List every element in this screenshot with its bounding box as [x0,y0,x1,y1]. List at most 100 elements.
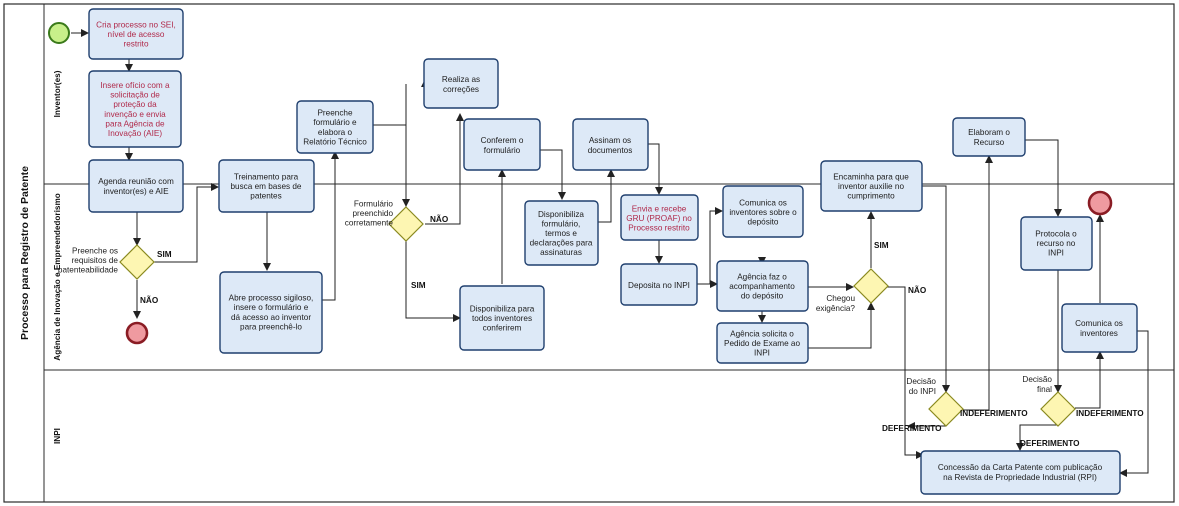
tasks-line: na Revista de Propriedade Industrial (RP… [943,473,1097,482]
task-abre-processo[interactable]: Abre processo sigiloso,insere o formulár… [219,271,323,354]
tasks-line: patentes [250,192,281,201]
start-event [48,22,70,44]
tasks-line: Pedido de Exame ao [724,339,800,348]
tasks-line: Protocola o [1035,229,1077,238]
tasks-line: Encaminha para que [833,172,909,181]
gateways-line: Preenche os [72,246,118,255]
gateways-line: preenchido [352,209,393,218]
gateways-line: Decisão [906,377,936,386]
tasks-line: invenção e envia [104,110,166,119]
tasks-line: todos inventores [472,314,532,323]
task-label: Abre processo sigiloso,insere o formulár… [229,294,314,332]
tasks-line: Realiza as [442,75,480,84]
lane-title-agencia: Agência de Inovação e Empreendedorismo [53,193,62,360]
tasks-line: conferirem [483,324,522,333]
gateways-line: patenteabilidade [58,266,119,275]
tasks-line: Insere ofício com a [100,81,170,90]
task-label: Deposita no INPI [628,281,690,290]
tasks-line: Agenda reunião com [98,177,174,186]
tasks-line: insere o formulário e [234,303,309,312]
task-label: Concessão da Carta Patente com publicaçã… [938,463,1103,482]
flow-label-nao-1: NÃO [140,295,159,305]
tasks-line: Disponibiliza [538,210,584,219]
tasks-line: GRU (PROAF) no [626,214,692,223]
tasks-line: Envia e recebe [632,204,687,213]
tasks-line: Deposita no INPI [628,281,690,290]
gateways-line: exigência? [816,304,856,313]
tasks-line: Conferem o [481,136,524,145]
task-concessao-carta-patente[interactable]: Concessão da Carta Patente com publicaçã… [920,450,1121,495]
tasks-line: Abre processo sigiloso, [229,294,314,303]
tasks-line: correções [443,85,479,94]
tasks-line: INPI [754,349,770,358]
flow-label-sim-3: SIM [874,241,889,250]
tasks-line: inventores sobre o [729,208,797,217]
tasks-line: formulário, [542,219,581,228]
tasks-line: Recurso [974,138,1005,147]
tasks-line: Cria processo no SEI, [96,20,176,29]
tasks-line: recurso no [1037,239,1076,248]
tasks-line: Agência solicita o [730,329,794,338]
gateways-line: Chegou [826,294,855,303]
tasks-line: Assinam os [589,136,631,145]
tasks-line: inventor(es) e AIE [103,187,169,196]
end-event-nao [125,321,149,345]
tasks-line: dá acesso ao inventor [231,313,311,322]
task-deposita-inpi[interactable]: Deposita no INPI [620,263,698,306]
gateways-line: do INPI [909,387,936,396]
tasks-line: termos e [545,229,577,238]
tasks-line: formulário [484,146,521,155]
flow-label-deferimento-2: DEFERIMENTO [1020,439,1080,448]
tasks-line: cumprimento [847,192,895,201]
gateway-requisitos [119,244,155,280]
tasks-line: declarações para [530,239,593,248]
tasks-line: nível de acesso [108,30,165,39]
tasks-line: Comunica os [1075,319,1123,328]
tasks-line: Inovação (AIE) [108,129,162,138]
tasks-line: Agência faz o [737,272,787,281]
lane-title-inventores: Inventor(es) [53,70,62,117]
gateways-line: corretamente [345,219,394,228]
tasks-line: Preenche [317,109,352,118]
flow-label-nao-3: NÃO [908,285,927,295]
flow-label-nao-2: NÃO [430,214,449,224]
